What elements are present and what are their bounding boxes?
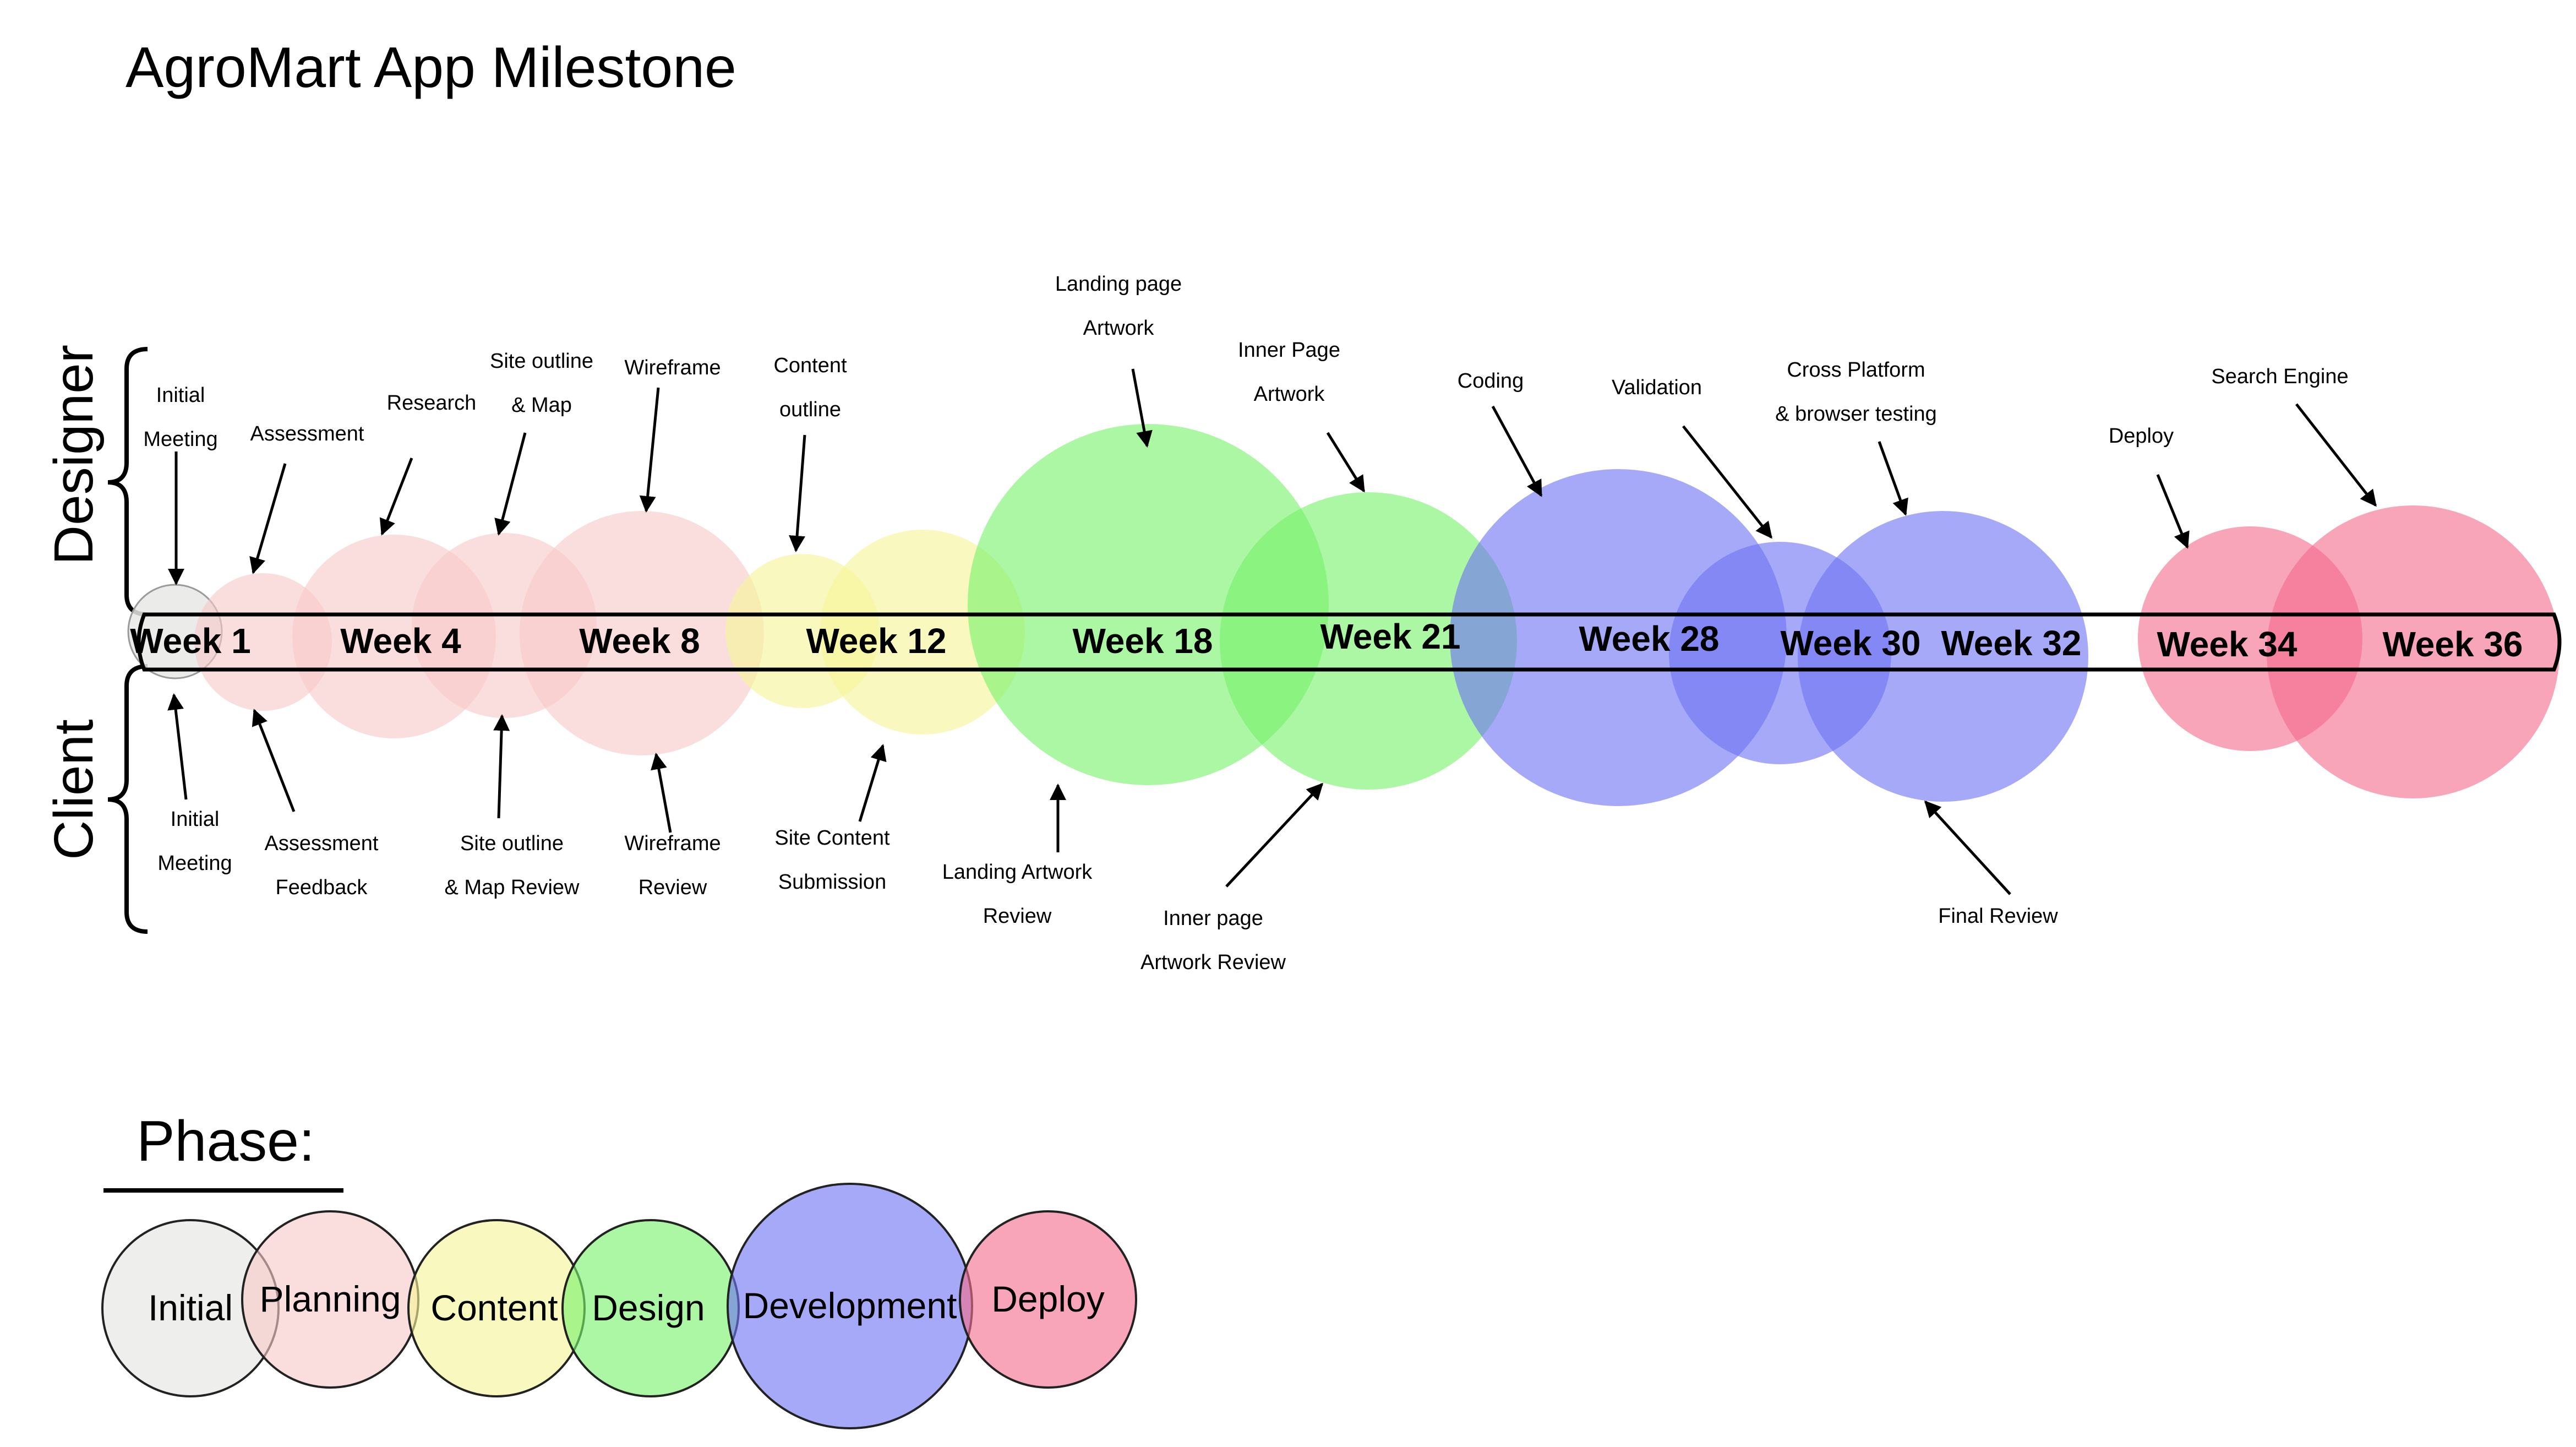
designer-milestone-inner-page-arrow [1326, 432, 1366, 493]
designer-milestone-inner-page-label: Inner Page [1238, 339, 1340, 362]
legend-label-content: Content [430, 1287, 558, 1328]
designer-milestone-wireframe-label: Wireframe [624, 356, 721, 379]
client-milestone-site-outline-label-line2: & Map Review [445, 876, 580, 899]
client-milestone-final-review-label: Final Review [1938, 905, 2058, 928]
designer-milestone-wireframe-arrow [639, 387, 660, 513]
week-labels: Week 1 Week 4 Week 8 Week 12 Week 18 Week 21 W… [130, 617, 2523, 664]
designer-brace [107, 347, 148, 617]
client-milestone-initial-label: Initial [171, 808, 220, 831]
week-label-week-30: Week 30 [1781, 623, 1921, 663]
client-milestone-wireframe-label-line2: Review [638, 876, 707, 899]
client-milestone-final-review-arrow [1924, 800, 2011, 895]
designer-milestone-content-label: Content [773, 354, 847, 377]
week-circle-planning [520, 511, 764, 755]
designer-milestone-deploy-arrow [2156, 474, 2190, 549]
week-label-week-36: Week 36 [2383, 624, 2523, 664]
designer-milestone-cross-platform-label-line2: & browser testing [1775, 402, 1937, 426]
timeline-band [137, 612, 2562, 672]
designer-milestone-search-engine-label: Search Engine [2211, 365, 2348, 388]
client-milestone-wireframe-arrow [651, 753, 672, 833]
week-circle-deploy [2267, 505, 2559, 798]
client-milestone-site-content-arrow [858, 744, 887, 822]
week-circle-development [1798, 511, 2088, 802]
client-milestone-landing-artwork-label-line2: Review [983, 905, 1052, 928]
client-milestone-site-outline-arrow [493, 714, 510, 819]
designer-milestone-research-arrow [379, 458, 413, 536]
designer-milestone-inner-page-label-line2: Artwork [1254, 383, 1325, 406]
client-milestone-inner-page-label-line2: Artwork Review [1140, 951, 1286, 974]
designer-milestone-validation-arrow [1682, 425, 1772, 539]
client-milestone-assessment-label: Assessment [265, 832, 379, 855]
phase-legend: Initial Planning Content Design Development D… [101, 1183, 1137, 1429]
designer-milestone-content-label-line2: outline [779, 398, 841, 421]
client-milestone-inner-page-arrow [1225, 782, 1324, 888]
legend-label-planning: Planning [260, 1279, 401, 1319]
phase-heading: Phase: [137, 1109, 315, 1173]
legend-label-design: Design [592, 1287, 705, 1328]
designer-milestone-site-outline-arrow [494, 432, 527, 536]
designer-milestone-cross-platform-label: Cross Platform [1787, 358, 1925, 382]
week-label-week-12: Week 12 [806, 621, 947, 661]
designer-milestone-initial-label-line2: Meeting [143, 428, 217, 451]
legend-label-initial: Initial [148, 1287, 233, 1328]
designer-milestone-content-arrow [789, 434, 806, 552]
week-label-week-1: Week 1 [130, 621, 250, 661]
legend-label-deploy: Deploy [991, 1279, 1104, 1319]
designer-milestone-coding-label: Coding [1458, 369, 1524, 393]
designer-milestone-research-label: Research [387, 391, 477, 415]
legend-label-development: Development [743, 1285, 957, 1326]
designer-milestone-landing-page-label: Landing page [1055, 273, 1182, 296]
week-label-week-8: Week 8 [579, 621, 700, 661]
week-label-week-32: Week 32 [1941, 623, 2082, 663]
week-label-week-34: Week 34 [2157, 624, 2297, 664]
designer-milestone-site-outline-label: Site outline [490, 350, 593, 373]
client-milestone-wireframe-label: Wireframe [624, 832, 721, 855]
week-circle-design [1220, 492, 1517, 790]
designer-milestone-landing-page-label-line2: Artwork [1083, 317, 1155, 340]
page-title: AgroMart App Milestone [125, 36, 736, 100]
client-milestone-initial-label-line2: Meeting [157, 852, 232, 875]
client-milestone-assessment-arrow [252, 709, 296, 812]
week-label-week-28: Week 28 [1579, 619, 1720, 659]
designer-milestone-landing-page-arrow [1131, 368, 1153, 448]
client-milestone-site-content-label-line2: Submission [778, 871, 886, 894]
client-milestone-inner-page-label: Inner page [1163, 907, 1263, 930]
client-milestone-site-content-label: Site Content [774, 826, 890, 850]
lane-label-designer: Designer [43, 345, 105, 565]
client-milestone-assessment-label-line2: Feedback [276, 876, 368, 899]
designer-milestone-initial-label: Initial [156, 384, 205, 407]
designer-milestone-coding-arrow [1491, 405, 1543, 497]
client-milestone-landing-artwork-label: Landing Artwork [942, 861, 1093, 884]
week-label-week-21: Week 21 [1320, 617, 1461, 656]
designer-milestone-assessment-label: Assessment [250, 422, 364, 445]
designer-milestone-deploy-label: Deploy [2109, 425, 2174, 448]
designer-milestone-site-outline-label-line2: & Map [511, 394, 572, 417]
designer-milestone-search-engine-arrow [2295, 403, 2377, 507]
week-label-week-18: Week 18 [1073, 621, 1213, 661]
legend-swatch-deploy [959, 1210, 1137, 1389]
designer-milestone-assessment-arrow [249, 463, 287, 574]
week-label-week-4: Week 4 [340, 621, 461, 661]
designer-milestone-cross-platform-arrow [1878, 441, 1908, 516]
client-brace [107, 664, 148, 934]
lane-label-client: Client [43, 719, 105, 860]
client-milestone-initial-arrow [167, 693, 188, 800]
client-milestone-site-outline-label: Site outline [460, 832, 564, 855]
designer-milestone-validation-label: Validation [1612, 376, 1702, 399]
